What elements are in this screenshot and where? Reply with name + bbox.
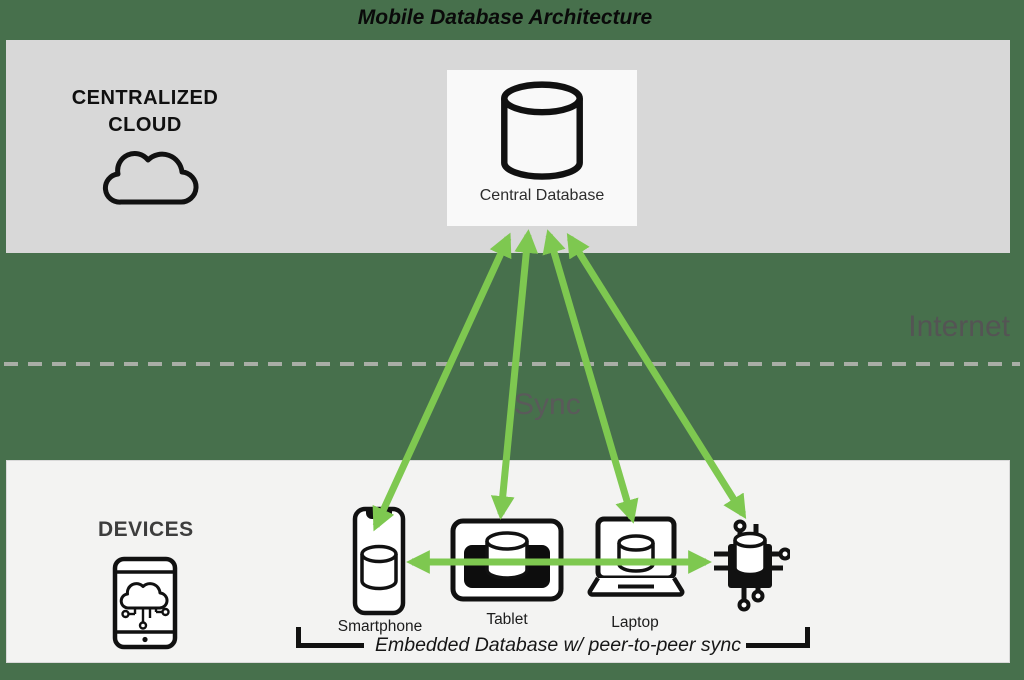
internet-label: Internet bbox=[908, 310, 1010, 343]
central-database-node: Central Database bbox=[447, 70, 637, 226]
tablet-cloud-icon bbox=[112, 556, 178, 655]
smartphone-icon bbox=[352, 506, 406, 621]
centralized-cloud-label: CENTRALIZED CLOUD bbox=[71, 87, 219, 136]
internet-dashed-divider bbox=[4, 362, 1020, 366]
embedded-database-label: Embedded Database w/ peer-to-peer sync bbox=[374, 634, 741, 656]
tablet-icon bbox=[450, 518, 564, 607]
bracket-right bbox=[746, 627, 810, 648]
bracket-left bbox=[296, 627, 364, 648]
laptop-icon bbox=[584, 516, 688, 607]
page-title: Mobile Database Architecture bbox=[357, 6, 653, 29]
laptop-label: Laptop bbox=[611, 614, 659, 631]
devices-label: DEVICES bbox=[98, 518, 194, 541]
database-icon bbox=[501, 81, 583, 180]
tablet-label: Tablet bbox=[486, 611, 528, 628]
cloud-icon bbox=[96, 140, 206, 215]
iot-chip-icon bbox=[710, 502, 792, 619]
smartphone-label: Smartphone bbox=[337, 618, 423, 635]
central-database-label: Central Database bbox=[479, 187, 605, 204]
sync-label: Sync bbox=[514, 388, 581, 421]
